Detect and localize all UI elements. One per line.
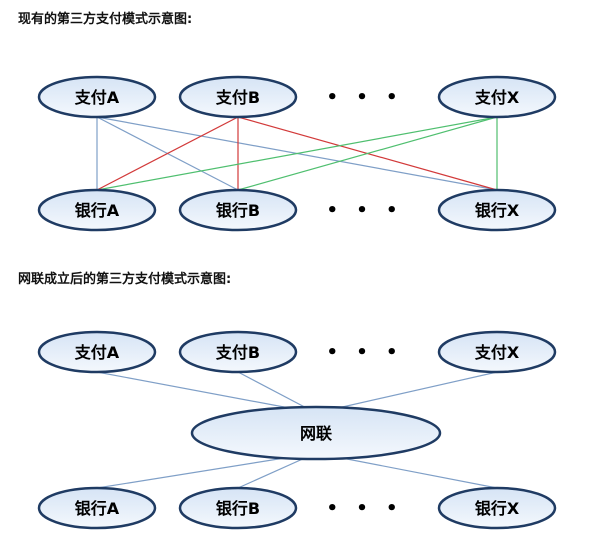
bank-node-银行X: 银行X — [437, 188, 557, 232]
payment-node-支付A: 支付A — [37, 75, 157, 119]
payment-node-支付A: 支付A — [37, 330, 157, 374]
payment-node-支付B: 支付B — [178, 330, 298, 374]
bank-node-银行A-shape — [37, 486, 157, 530]
existing-model-title: 现有的第三方支付模式示意图: — [18, 12, 193, 27]
payment-node-支付B-shape — [178, 330, 298, 374]
bank-node-银行A-label: 银行A — [75, 201, 120, 220]
payment-node-支付X-label: 支付X — [474, 343, 520, 362]
connection-line — [237, 116, 498, 191]
bank-node-银行B: 银行B — [178, 486, 298, 530]
payment-node-支付A-label: 支付A — [74, 88, 120, 107]
payment-node-支付A-shape — [37, 75, 157, 119]
hub-connection-line — [315, 371, 498, 414]
payment-node-支付X: 支付X — [437, 75, 557, 119]
hub-node: 网联 — [190, 405, 442, 461]
payment-node-支付B-label: 支付B — [215, 88, 260, 107]
ellipsis-banks: • • • — [326, 498, 403, 519]
hub-connection-line — [96, 371, 317, 414]
bank-node-银行A-label: 银行A — [75, 499, 120, 518]
payment-node-支付B-shape — [178, 75, 298, 119]
payment-node-支付X-shape — [437, 75, 557, 119]
bank-node-银行A-shape — [37, 188, 157, 232]
payment-node-支付X: 支付X — [437, 330, 557, 374]
bank-node-银行X-label: 银行X — [475, 201, 520, 220]
unionpay-model-title: 网联成立后的第三方支付模式示意图: — [18, 272, 232, 287]
payment-node-支付X-label: 支付X — [474, 88, 520, 107]
bank-node-银行X-shape — [437, 188, 557, 232]
payment-node-支付B-label: 支付B — [215, 343, 260, 362]
payment-node-支付A-label: 支付A — [74, 343, 120, 362]
bank-node-银行X-label: 银行X — [475, 499, 520, 518]
ellipsis-payments: • • • — [326, 342, 403, 363]
bank-node-银行A: 银行A — [37, 486, 157, 530]
connection-line — [96, 116, 498, 191]
connection-line — [96, 116, 239, 191]
ellipsis-banks: • • • — [326, 200, 403, 221]
payment-node-支付A-shape — [37, 330, 157, 374]
hub-node-shape — [190, 405, 442, 461]
hub-node-label: 网联 — [300, 424, 332, 443]
bank-node-银行X: 银行X — [437, 486, 557, 530]
payment-node-支付X-shape — [437, 330, 557, 374]
payment-node-支付B: 支付B — [178, 75, 298, 119]
bank-node-银行B-label: 银行B — [216, 499, 260, 518]
ellipsis-payments: • • • — [326, 87, 403, 108]
bank-node-银行B: 银行B — [178, 188, 298, 232]
bank-node-银行A: 银行A — [37, 188, 157, 232]
bank-node-银行B-shape — [178, 486, 298, 530]
bank-node-银行B-shape — [178, 188, 298, 232]
bank-node-银行B-label: 银行B — [216, 201, 260, 220]
bank-node-银行X-shape — [437, 486, 557, 530]
